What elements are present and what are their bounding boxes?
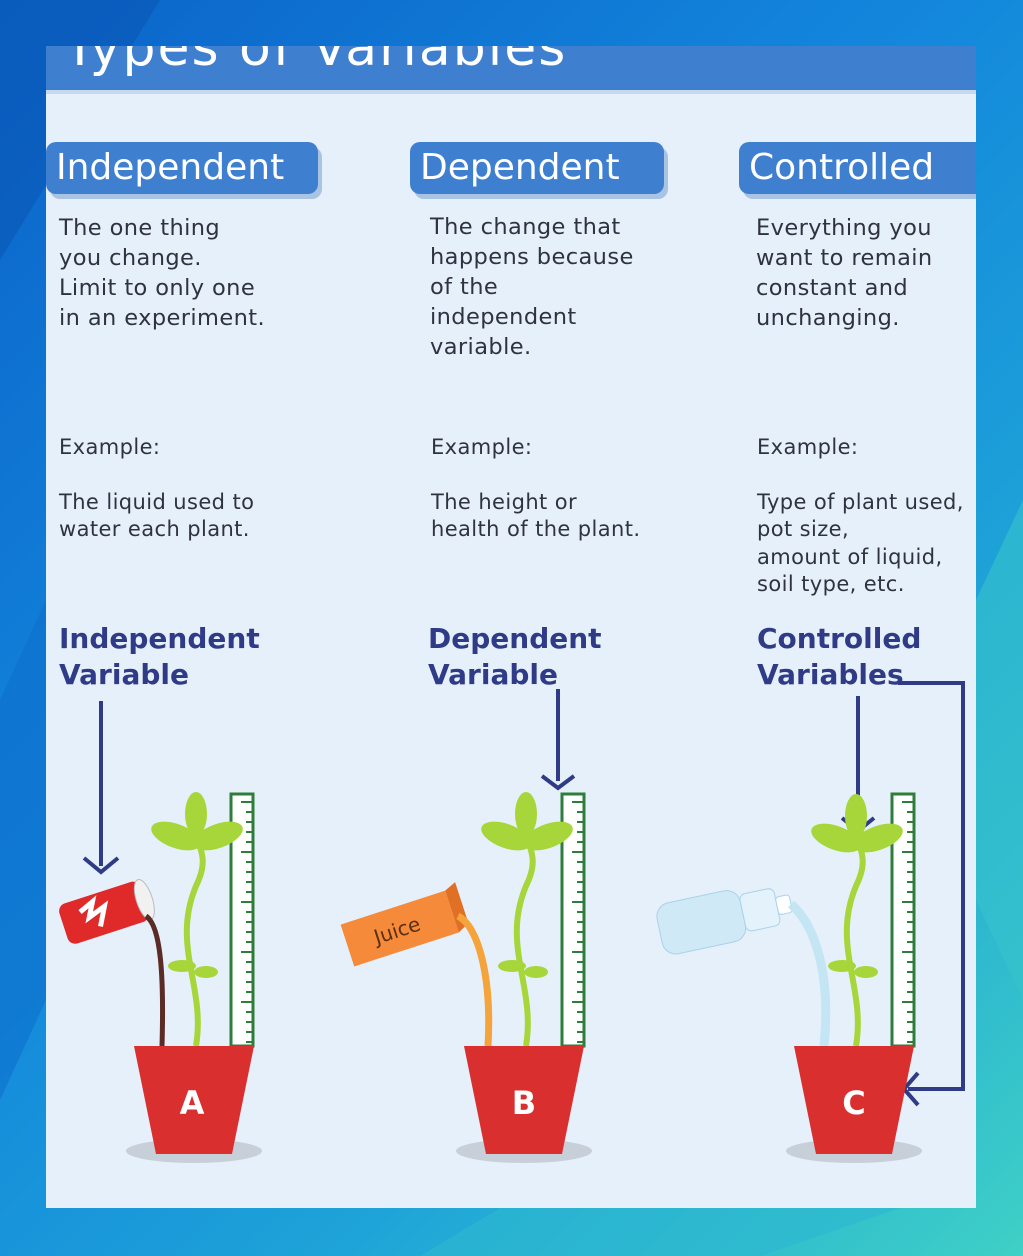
- water-stream: [787, 900, 831, 1047]
- stem-c: [843, 835, 866, 1047]
- pot-a: [134, 1046, 254, 1154]
- example-label: Example:: [59, 434, 161, 459]
- tab-controlled: Controlled: [739, 142, 976, 194]
- example-text: Type of plant used, pot size, amount of …: [757, 489, 964, 597]
- example-text: The height or health of the plant.: [431, 489, 641, 542]
- example-label: Example:: [431, 434, 533, 459]
- dependent-example: Example: The height or health of the pla…: [431, 406, 640, 544]
- experiment-illustration: A Juice: [59, 681, 965, 1163]
- pot-letter-a: A: [180, 1084, 205, 1122]
- plant-a-group: A: [59, 701, 262, 1163]
- independent-description: The one thing you change. Limit to only …: [59, 215, 266, 331]
- stem-b: [513, 835, 536, 1047]
- soda-can-icon: [59, 878, 155, 944]
- independent-variable-label: Independent Variable: [59, 622, 260, 691]
- controlled-variable-label: Controlled Variables: [757, 622, 922, 691]
- example-text: The liquid used to water each plant.: [59, 489, 255, 542]
- tab-dependent: Dependent: [410, 142, 664, 194]
- leaves-a: [151, 792, 243, 978]
- pot-letter-c: C: [842, 1084, 865, 1122]
- pot-c: [794, 1046, 914, 1154]
- juice-carton-icon: Juice: [340, 882, 469, 967]
- plant-b-group: Juice B: [340, 689, 592, 1163]
- leaves-c: [811, 794, 903, 978]
- pot-b: [464, 1046, 584, 1154]
- juice-stream: [456, 912, 493, 1047]
- title-bar: Types of Variables: [46, 46, 976, 94]
- stem-a: [183, 835, 206, 1047]
- leaves-b: [481, 792, 573, 978]
- controlled-example: Example: Type of plant used, pot size, a…: [757, 406, 964, 599]
- controlled-description: Everything you want to remain constant a…: [756, 215, 933, 331]
- water-bottle-icon: [656, 888, 793, 955]
- tab-independent: Independent: [46, 142, 318, 194]
- pot-letter-b: B: [512, 1084, 536, 1122]
- arrow-head: [82, 856, 120, 875]
- dependent-variable-label: Dependent Variable: [428, 622, 602, 691]
- dependent-description: The change that happens because of the i…: [430, 214, 634, 360]
- controlled-arrow-bracket: [898, 681, 965, 1091]
- example-label: Example:: [757, 434, 859, 459]
- plant-c-group: C: [656, 681, 965, 1163]
- arrow-head: [540, 774, 576, 791]
- cola-stream: [144, 913, 166, 1047]
- infographic-panel: Types of Variables Independent Dependent…: [46, 46, 976, 1208]
- page-title: Types of Variables: [64, 46, 568, 78]
- independent-example: Example: The liquid used to water each p…: [59, 406, 254, 544]
